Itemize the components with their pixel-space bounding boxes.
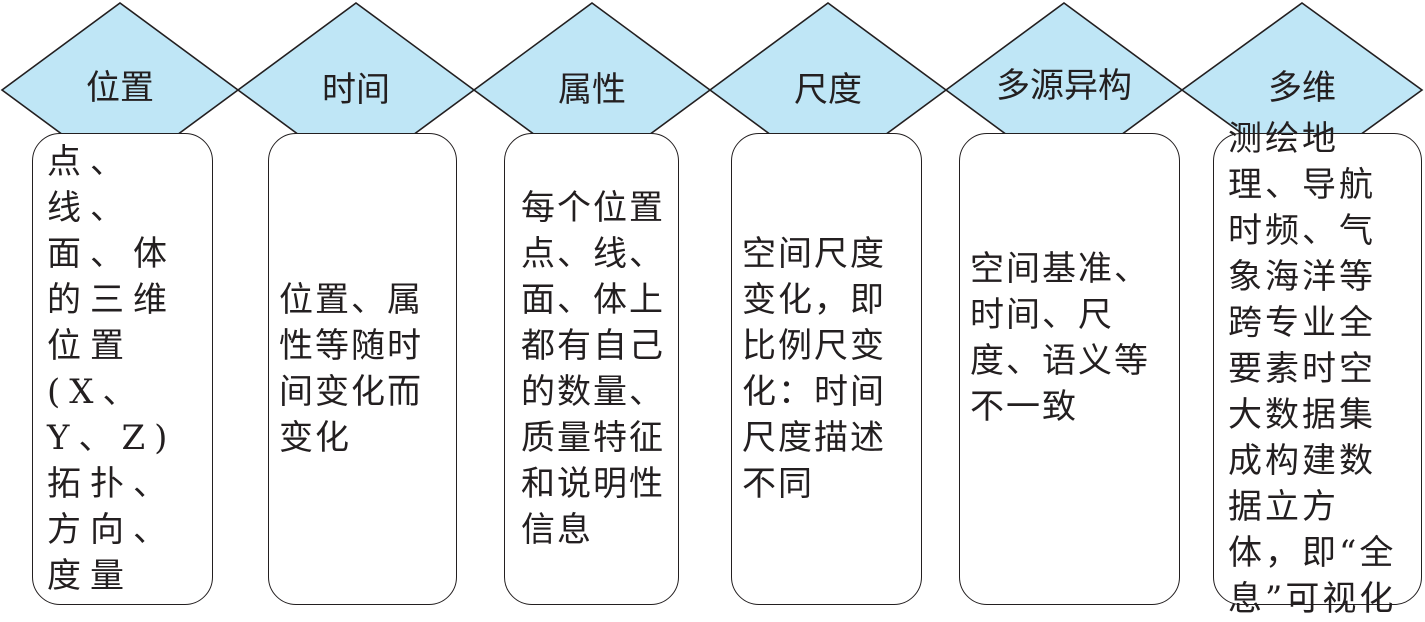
desc-text-heterogeneous: 空间基准、时间、尺度、语义等不一致 bbox=[970, 249, 1150, 427]
desc-box-multidimensional: 测绘地理、导航时频、气象海洋等跨专业全要素时空大数据集成构建数据立方体，即“全息… bbox=[1213, 119, 1422, 619]
desc-text-time: 位置、属性等随时间变化而变化 bbox=[279, 280, 423, 458]
diamond-title-heterogeneous: 多源异构 bbox=[996, 66, 1132, 106]
diamond-title-multidimensional: 多维 bbox=[1268, 68, 1336, 108]
desc-box-position: 点、线、面、体的三维位置(X、Y、Z)拓扑、方向、度量 bbox=[32, 133, 213, 605]
desc-text-attribute: 每个位置点、线、面、体上都有自己的数量、质量特征和说明性信息 bbox=[521, 188, 665, 550]
desc-box-scale: 空间尺度变化，即比例尺变化：时间尺度描述不同 bbox=[731, 133, 922, 605]
desc-box-attribute: 每个位置点、线、面、体上都有自己的数量、质量特征和说明性信息 bbox=[504, 133, 679, 605]
desc-text-multidimensional: 测绘地理、导航时频、气象海洋等跨专业全要素时空大数据集成构建数据立方体，即“全息… bbox=[1228, 119, 1397, 619]
diamond-title-position: 位置 bbox=[86, 68, 154, 108]
diamond-title-scale: 尺度 bbox=[794, 70, 862, 110]
desc-box-heterogeneous: 空间基准、时间、尺度、语义等不一致 bbox=[959, 133, 1180, 605]
diamond-layer bbox=[0, 2, 1424, 178]
desc-text-scale: 空间尺度变化，即比例尺变化：时间尺度描述不同 bbox=[742, 234, 886, 504]
diamond-title-attribute: 属性 bbox=[558, 70, 626, 110]
diamond-title-time: 时间 bbox=[322, 70, 390, 110]
desc-text-position: 点、线、面、体的三维位置(X、Y、Z)拓扑、方向、度量 bbox=[47, 142, 177, 596]
desc-box-time: 位置、属性等随时间变化而变化 bbox=[268, 133, 457, 605]
